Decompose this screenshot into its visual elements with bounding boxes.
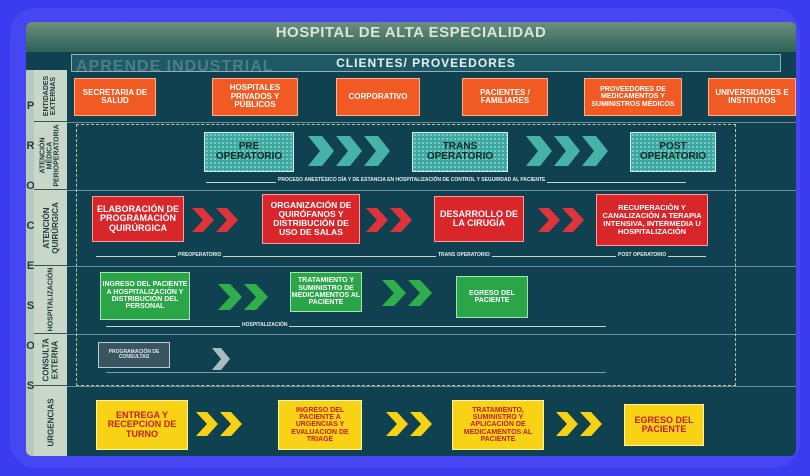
urg-tratamiento: TRATAMIENTO, SUMINISTRO Y APLICACIÓN DE … [452,400,544,450]
surgery-recuperacion: RECUPERACIÓN Y CANALIZACIÓN A TERAPIA IN… [596,194,708,246]
urg-egreso: EGRESO DEL PACIENTE [624,404,704,446]
lane-label-text: ATENCIÓN MÉDICA PERIOPERATORIA [40,124,62,187]
chevron-icon [308,136,334,166]
surgery-arrows [366,208,412,232]
diagram-frame: HOSPITAL DE ALTA ESPECIALIDAD CLIENTES/ … [10,8,800,468]
entity-hospitales: HOSPITALES PRIVADOS Y PÚBLICOS [212,78,298,116]
lane-labels-column [34,70,67,456]
surgery-desarrollo: DESARROLLO DE LA CIRUGÍA [434,196,524,242]
urg-ingreso-triage: INGRESO DEL PACIENTE A URGENCIAS Y EVALU… [278,400,362,450]
lane-label-text: ATENCIÓN QUIRÚRGICA [41,201,60,254]
surgery-arrows [192,208,238,232]
lane-divider [67,334,796,335]
surgery-programacion: ELABORACIÓN DE PROGRAMACIÓN QUIRÚRGICA [92,196,184,242]
process-letter: E [26,260,35,272]
lane-label-text: CONSULTA EXTERNA [41,337,60,381]
lane-label-perioperatoria: ATENCIÓN MÉDICA PERIOPERATORIA [34,122,67,190]
periop-pre: PRE OPERATORIO [204,132,294,172]
chevron-icon [582,136,608,166]
process-letter: P [26,100,35,112]
lane-label-quirurgica: ATENCIÓN QUIRÚRGICA [34,190,67,266]
lane-label-text: ENTIDADES EXTERNAS [43,75,58,116]
periop-caption: PROCESO ANESTÉSICO DÍA Y DE ESTANCIA EN … [276,177,548,183]
lane-label-consulta: CONSULTA EXTERNA [34,334,67,386]
consulta-line [106,372,606,373]
chevron-icon [410,412,432,436]
chevron-icon [220,412,242,436]
chevron-icon [364,136,390,166]
chevron-icon [382,280,406,306]
chevron-icon [366,208,388,232]
hosp-ingreso: INGRESO DEL PACIENTE A HOSPITALIZACIÓN Y… [100,272,190,320]
entity-pacientes: PACIENTES / FAMILIARES [462,78,548,116]
chevron-icon [526,136,552,166]
chevron-icon [192,208,214,232]
urg-arrows [196,412,242,436]
periop-post: POST OPERATORIO [630,132,716,172]
process-dashed-region [76,124,736,386]
entity-corporativo: CORPORATIVO [336,78,420,116]
lane-divider [67,266,796,267]
urg-arrows [386,412,432,436]
chevron-icon [556,412,578,436]
chevron-icon [408,280,432,306]
surgery-quirofanos: ORGANIZACIÓN DE QUIRÓFANOS Y DISTRIBUCIÓ… [262,194,360,244]
entity-secretaria-salud: SECRETARIA DE SALUD [74,78,156,116]
chevron-icon [218,284,242,310]
hosp-tratamiento: TRATAMIENTO Y SUMINISTRO DE MEDICAMENTOS… [290,272,362,312]
chevron-icon [212,348,230,370]
surgery-note: PREOPERATORIO [176,252,224,258]
lane-label-text: URGENCIAS [46,398,56,447]
process-letter: C [26,220,35,232]
process-column [26,70,35,456]
surgery-note: TRANS OPERATORIO [436,252,492,258]
process-letter: S [26,380,35,392]
clients-suppliers-bar: CLIENTES/ PROVEEDORES [71,54,781,72]
process-letter: R [26,140,35,152]
chevron-icon [196,412,218,436]
process-letter: O [26,180,35,192]
urg-entrega-turno: ENTREGA Y RECEPCION DE TURNO [96,400,188,450]
diagram-canvas: HOSPITAL DE ALTA ESPECIALIDAD CLIENTES/ … [26,22,796,456]
entity-universidades: UNIVERSIDADES E INSTITUTOS [708,78,796,116]
diagram-title: HOSPITAL DE ALTA ESPECIALIDAD [275,24,547,41]
periop-arrows [308,136,390,166]
watermark-text: APRENDE INDUSTRIAL [76,58,274,75]
consulta-programacion: PROGRAMACIÓN DE CONSULTAS [98,342,170,368]
surgery-arrows [538,208,584,232]
chevron-icon [386,412,408,436]
hosp-arrows [218,284,268,310]
chevron-icon [244,284,268,310]
hosp-arrows [382,280,432,306]
periop-trans: TRANS OPERATORIO [412,132,508,172]
process-letter: S [26,300,35,312]
surgery-note: POST OPERATORIO [616,252,669,258]
lane-divider [67,190,796,191]
process-letter: O [26,340,35,352]
header-bar [26,22,796,52]
urg-arrows [556,412,602,436]
chevron-icon [336,136,362,166]
chevron-icon [580,412,602,436]
consulta-arrow [212,348,230,370]
entity-proveedores: PROVEEDORES DE MEDICAMENTOS Y SUMINISTRO… [584,78,682,116]
lane-label-text: HOSPITALIZACIÓN [47,267,54,332]
surgery-line [96,256,706,257]
periop-arrows [526,136,608,166]
lane-label-hospitalizacion: HOSPITALIZACIÓN [34,266,67,334]
chevron-icon [562,208,584,232]
hosp-egreso: EGRESO DEL PACIENTE [456,276,528,318]
hosp-note: HOSPITALIZACIÓN [240,322,290,328]
hosp-line [106,326,606,327]
lane-divider [67,386,796,387]
lane-divider [67,122,796,123]
lane-label-urgencias: URGENCIAS [34,386,67,456]
chevron-icon [216,208,238,232]
chevron-icon [538,208,560,232]
lane-label-entidades: ENTIDADES EXTERNAS [34,70,67,122]
chevron-icon [390,208,412,232]
chevron-icon [554,136,580,166]
